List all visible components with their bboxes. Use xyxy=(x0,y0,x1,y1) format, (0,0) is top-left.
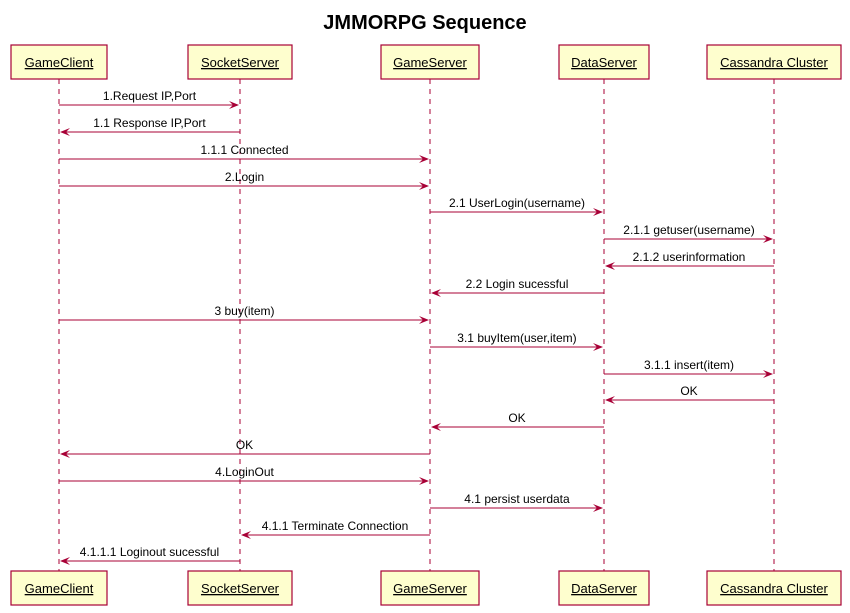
message-10: 3.1 buyItem(user,item) xyxy=(430,331,603,351)
message-18: 4.1.1.1 Loginout sucessful xyxy=(60,545,240,565)
message-5: 2.1 UserLogin(username) xyxy=(430,196,603,216)
participant-label: SocketServer xyxy=(201,55,280,70)
participants-bottom: GameClient SocketServer GameServer DataServ… xyxy=(10,570,842,606)
arrow-head-icon xyxy=(419,155,429,163)
participant-box xyxy=(380,570,480,606)
participant-label: Cassandra Cluster xyxy=(720,55,828,70)
arrow-head-icon xyxy=(763,235,773,243)
message-7: 2.1.2 userinformation xyxy=(605,250,774,270)
participant-ss-bottom: SocketServer xyxy=(187,570,293,606)
arrow-head-icon xyxy=(593,343,603,351)
message-label: OK xyxy=(236,438,253,452)
arrow-head-icon xyxy=(60,557,70,565)
message-9: 3 buy(item) xyxy=(59,304,429,324)
message-label: 3.1 buyItem(user,item) xyxy=(457,331,576,345)
participant-cc-top: Cassandra Cluster xyxy=(706,44,842,80)
message-label: 4.LoginOut xyxy=(215,465,274,479)
message-label: 2.1.1 getuser(username) xyxy=(623,223,754,237)
arrow-head-icon xyxy=(419,182,429,190)
message-1: 1.Request IP,Port xyxy=(59,89,239,109)
participant-label: GameServer xyxy=(393,581,467,596)
participant-box xyxy=(187,44,293,80)
arrow-head-icon xyxy=(229,101,239,109)
message-label: OK xyxy=(680,384,697,398)
messages: 1.Request IP,Port 1.1 Response IP,Port 1.1… xyxy=(59,89,774,565)
participant-box xyxy=(558,44,650,80)
participant-cc-bottom: Cassandra Cluster xyxy=(706,570,842,606)
arrow-head-icon xyxy=(605,396,615,404)
participant-ds-bottom: DataServer xyxy=(558,570,650,606)
lifelines xyxy=(58,79,775,571)
message-14: OK xyxy=(60,438,430,458)
message-label: 3.1.1 insert(item) xyxy=(644,358,734,372)
arrow-head-icon xyxy=(419,477,429,485)
participant-label: GameClient xyxy=(25,55,94,70)
message-4: 2.Login xyxy=(59,170,429,190)
participant-box xyxy=(558,570,650,606)
message-label: 4.1 persist userdata xyxy=(464,492,570,506)
message-13: OK xyxy=(431,411,604,431)
arrow-head-icon xyxy=(60,450,70,458)
message-label: 1.1.1 Connected xyxy=(200,143,288,157)
message-label: 2.1 UserLogin(username) xyxy=(449,196,585,210)
participant-gs-bottom: GameServer xyxy=(380,570,480,606)
message-3: 1.1.1 Connected xyxy=(59,143,429,163)
diagram-title: JMMORPG Sequence xyxy=(323,12,526,34)
participant-label: Cassandra Cluster xyxy=(720,581,828,596)
message-label: 4.1.1.1 Loginout sucessful xyxy=(80,545,219,559)
arrow-head-icon xyxy=(60,128,70,136)
arrow-head-icon xyxy=(431,423,441,431)
participant-gs-top: GameServer xyxy=(380,44,480,80)
message-17: 4.1.1 Terminate Connection xyxy=(241,519,430,539)
participant-ds-top: DataServer xyxy=(558,44,650,80)
arrow-head-icon xyxy=(593,504,603,512)
participant-box xyxy=(706,570,842,606)
participant-ss-top: SocketServer xyxy=(187,44,293,80)
participant-label: DataServer xyxy=(571,581,637,596)
message-label: 4.1.1 Terminate Connection xyxy=(262,519,409,533)
message-12: OK xyxy=(605,384,774,404)
message-label: OK xyxy=(508,411,525,425)
message-6: 2.1.1 getuser(username) xyxy=(604,223,773,243)
participant-gc-bottom: GameClient xyxy=(10,570,108,606)
participant-label: DataServer xyxy=(571,55,637,70)
message-label: 2.Login xyxy=(225,170,264,184)
arrow-head-icon xyxy=(763,370,773,378)
message-2: 1.1 Response IP,Port xyxy=(60,116,240,136)
arrow-head-icon xyxy=(593,208,603,216)
message-label: 3 buy(item) xyxy=(214,304,274,318)
message-label: 2.1.2 userinformation xyxy=(633,250,746,264)
participant-box xyxy=(380,44,480,80)
participant-label: SocketServer xyxy=(201,581,280,596)
participant-label: GameServer xyxy=(393,55,467,70)
message-16: 4.1 persist userdata xyxy=(430,492,603,512)
message-label: 1.1 Response IP,Port xyxy=(93,116,206,130)
arrow-head-icon xyxy=(431,289,441,297)
arrow-head-icon xyxy=(419,316,429,324)
participant-box xyxy=(706,44,842,80)
participant-box xyxy=(10,570,108,606)
participant-box xyxy=(187,570,293,606)
participant-label: GameClient xyxy=(25,581,94,596)
arrow-head-icon xyxy=(605,262,615,270)
message-label: 1.Request IP,Port xyxy=(103,89,197,103)
message-8: 2.2 Login sucessful xyxy=(431,277,604,297)
message-15: 4.LoginOut xyxy=(59,465,429,485)
participant-gc-top: GameClient xyxy=(10,44,108,80)
message-label: 2.2 Login sucessful xyxy=(466,277,569,291)
message-11: 3.1.1 insert(item) xyxy=(604,358,773,378)
participants-top: GameClient SocketServer GameServer DataServ… xyxy=(10,44,842,80)
arrow-head-icon xyxy=(241,531,251,539)
participant-box xyxy=(10,44,108,80)
